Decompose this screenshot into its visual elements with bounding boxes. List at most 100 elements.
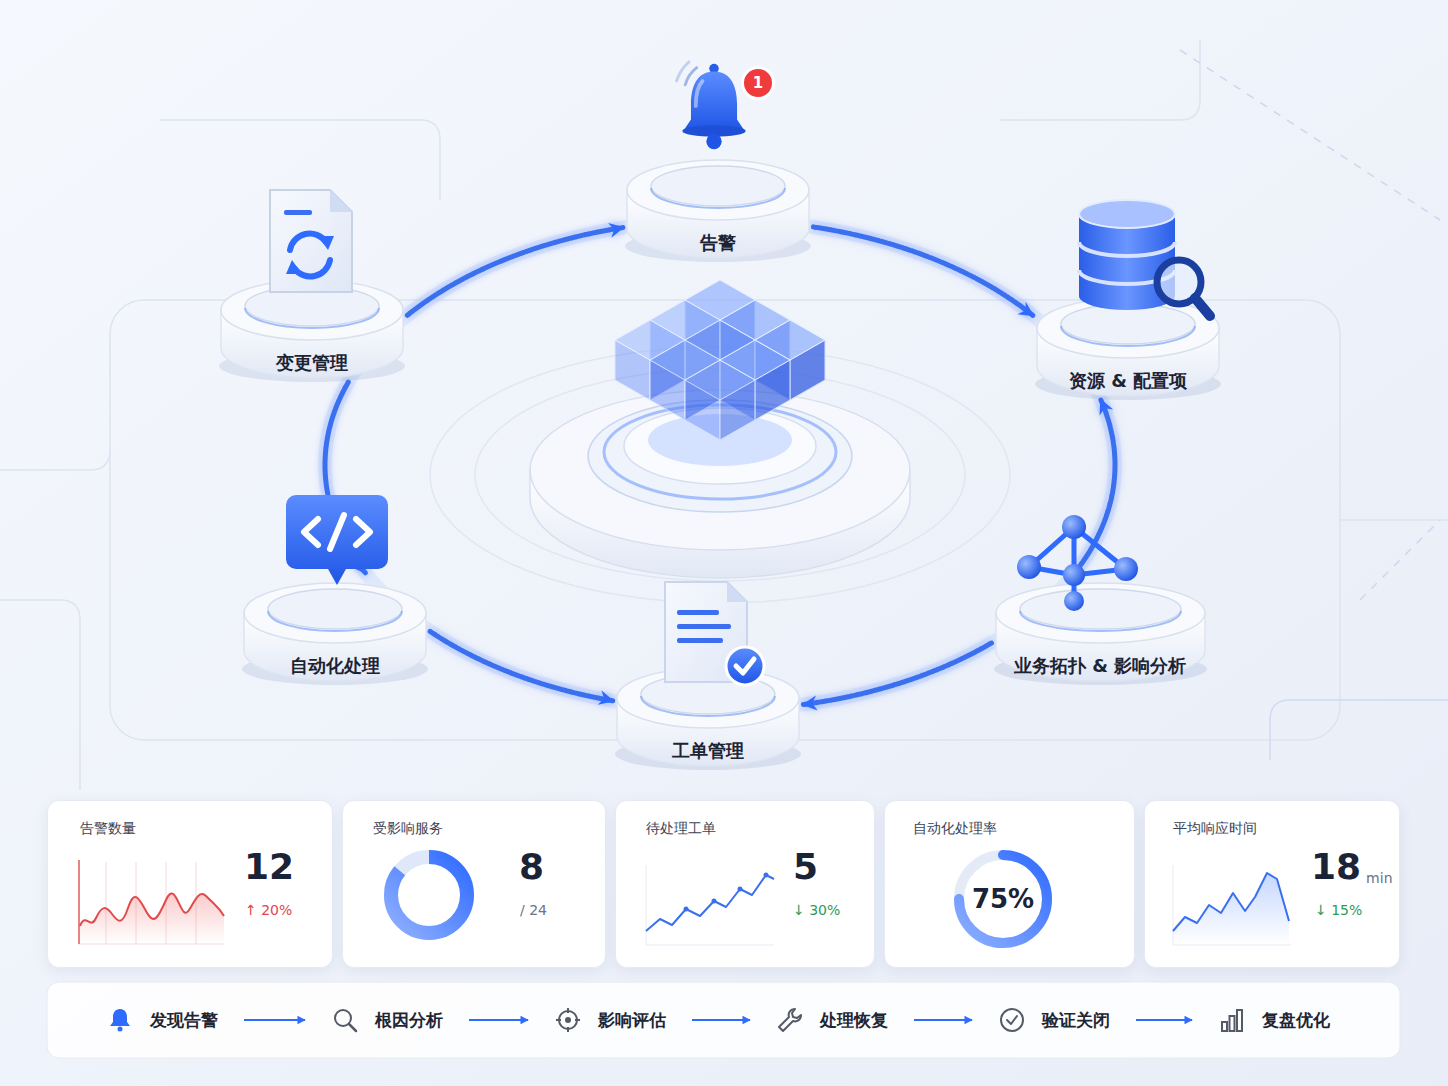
cube (685, 360, 755, 440)
ring-connector (813, 227, 1032, 316)
kpi-value: 18 (1311, 847, 1361, 887)
flow-step: 发现告警 (80, 1002, 244, 1038)
kpi-card: 自动化处理率75% (884, 800, 1135, 968)
pedestal-disc (268, 589, 402, 629)
pedestal-disc (651, 166, 785, 206)
kpi-change: ↑ 20% (245, 901, 292, 919)
stage-icon (655, 578, 770, 693)
kpi-card: 受影响服务 8 / 24 (342, 800, 606, 968)
stage-icon-art (665, 582, 764, 685)
kpi-chart (379, 845, 479, 945)
kpi-value: 8 (519, 847, 544, 887)
stage-label: 变更管理 (217, 352, 407, 374)
kpi-title: 待处理工单 (646, 819, 716, 837)
pedestal-glow (641, 696, 775, 716)
stage-icon (1009, 513, 1139, 613)
ring-stage-node: 工单管理 (613, 658, 803, 770)
step-label: 复盘优化 (1262, 1002, 1330, 1038)
step-label: 发现告警 (150, 1002, 218, 1038)
stage-label: 自动化处理 (240, 655, 430, 677)
flow-step: 验证关闭 (972, 1002, 1136, 1038)
alert-count-badge: 1 (744, 69, 772, 97)
ring-stage-node: 业务拓扑 & 影响分析 (992, 573, 1209, 685)
step-label: 处理恢复 (820, 1002, 888, 1038)
pedestal-top (244, 583, 426, 643)
pedestal-disc (1061, 304, 1195, 344)
flow-arrow (914, 1019, 972, 1021)
step-icon-art (110, 1009, 130, 1032)
step-icon (776, 1006, 804, 1034)
ring-stage-node: 变更管理 (217, 270, 407, 382)
kpi-card: 平均响应时间18min↓ 15% (1144, 800, 1400, 968)
circuit-frame (110, 300, 1340, 740)
kpi-title: 受影响服务 (373, 819, 443, 837)
kpi-value: 12 (244, 847, 294, 887)
kpi-card: 告警数量 12 ↑ 20% (47, 800, 333, 968)
pedestal-glow (651, 188, 785, 208)
flow-arrow (692, 1019, 750, 1021)
stage-icon-art (270, 190, 352, 292)
flow-arrow (244, 1019, 305, 1021)
circuit-line (160, 120, 440, 200)
ring-stage-node: 自动化处理 (240, 573, 430, 685)
step-icon (998, 1006, 1026, 1034)
dashed-trace (1360, 520, 1440, 600)
step-icon-art (556, 1008, 580, 1032)
kpi-chart (76, 856, 226, 948)
stage-icon (666, 56, 762, 156)
step-icon-art (779, 1009, 801, 1031)
step-icon (554, 1006, 582, 1034)
platform-halo (430, 347, 1010, 603)
kpi-title: 平均响应时间 (1173, 819, 1257, 837)
stage-icon (260, 186, 360, 296)
circuit-line (1000, 40, 1200, 120)
circuit-line (0, 450, 110, 470)
pedestal-glow (245, 308, 379, 328)
dashed-trace (1180, 50, 1440, 220)
pedestal-top (996, 583, 1205, 643)
kpi-chart-art (1173, 865, 1291, 945)
kpi-unit: min (1366, 869, 1392, 887)
stage-icon (282, 487, 392, 597)
step-label: 影响评估 (598, 1002, 666, 1038)
ring-stage-node: 告警 (623, 150, 813, 262)
kpi-percent: 75% (972, 884, 1034, 914)
circuit-line (1270, 700, 1448, 760)
center-platform (430, 347, 1010, 603)
pedestal-glow (1020, 611, 1181, 631)
stage-icon (1067, 196, 1217, 326)
process-band (47, 982, 1400, 1058)
ring-stage-node: 资源 & 配置项 (1033, 288, 1223, 400)
circuit-line (1340, 519, 1448, 521)
flow-step: 根因分析 (305, 1002, 469, 1038)
step-label: 根因分析 (375, 1002, 443, 1038)
step-icon-art (335, 1010, 356, 1031)
flow-arrow (469, 1019, 528, 1021)
kpi-card: 待处理工单5↓ 30% (615, 800, 875, 968)
kpi-chart (644, 861, 776, 947)
stage-icon-art (1017, 515, 1138, 611)
stage-label: 工单管理 (613, 740, 803, 762)
flow-step: 影响评估 (528, 1002, 692, 1038)
kpi-value: 5 (793, 847, 818, 887)
kpi-chart-art (959, 855, 1047, 943)
circuit-lines (0, 40, 1448, 790)
step-icon (1218, 1006, 1246, 1034)
step-icon-art (1222, 1010, 1242, 1031)
pedestal-glow (1061, 326, 1195, 346)
step-label: 验证关闭 (1042, 1002, 1110, 1038)
kpi-chart-art (646, 865, 774, 945)
pedestal-disc (1020, 589, 1181, 629)
ring-connector (803, 643, 991, 705)
stage-label: 业务拓扑 & 影响分析 (992, 655, 1209, 677)
stage-icon-art (286, 495, 388, 585)
kpi-title: 告警数量 (80, 819, 136, 837)
kpi-chart (1171, 861, 1293, 947)
step-icon (331, 1006, 359, 1034)
circuit-line (0, 600, 80, 790)
kpi-total: / 24 (520, 901, 547, 919)
stage-label: 资源 & 配置项 (1033, 370, 1223, 392)
